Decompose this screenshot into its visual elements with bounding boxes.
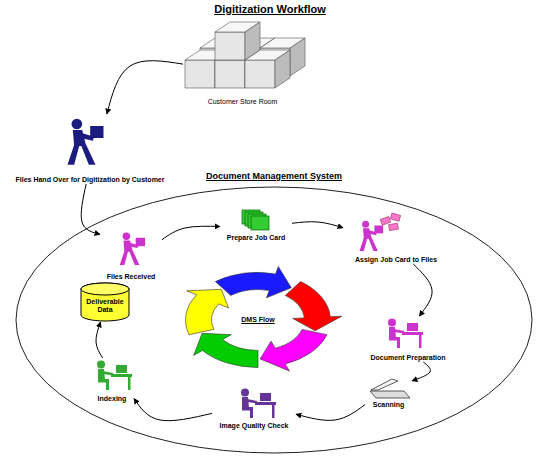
- preparer-figure: [388, 319, 423, 349]
- flow-arrow: [107, 61, 183, 114]
- node-label: Document Preparation: [370, 354, 445, 362]
- scanner-symbol: [370, 379, 410, 398]
- node-label: Deliverable Data: [80, 291, 130, 313]
- cycle-arrow-red: [285, 282, 342, 331]
- storeroom-node: Customer Store Room: [183, 18, 302, 106]
- receiver-figure: [120, 233, 145, 265]
- cycle-arrow-yellow: [186, 289, 229, 334]
- cycle-arrow-blue: [215, 267, 291, 298]
- flow-arrow: [81, 184, 100, 234]
- assigner-figure: [360, 221, 384, 251]
- cylinder-body: [81, 283, 129, 321]
- cycle-arrow-green: [194, 333, 258, 367]
- storeroom-boxes: [185, 22, 305, 88]
- job-card-pages: [242, 210, 269, 230]
- cycle-arrow-magenta: [260, 329, 327, 371]
- cycle-arrows: [186, 267, 342, 372]
- node-label: Files Received: [107, 273, 156, 281]
- flow-arrow: [292, 222, 343, 228]
- process-step: Assign Job Card to Files: [343, 216, 449, 264]
- diagram-title: Digitization Workflow: [0, 3, 540, 15]
- process-step: Indexing: [90, 358, 134, 403]
- process-step: Prepare Job Card: [220, 208, 292, 242]
- handover-node: Files Hand Over for Digitization by Cust…: [5, 114, 175, 184]
- flow-arrow: [296, 405, 365, 421]
- process-step: Files Received: [100, 230, 162, 281]
- system-ellipse: Document Management SystemFiles Received…: [14, 172, 534, 454]
- job-cards: [380, 213, 400, 231]
- process-step: Image Quality Check: [212, 386, 296, 430]
- customer-figure: [68, 119, 104, 165]
- node-label: Customer Store Room: [208, 98, 278, 106]
- flow-arrow: [134, 399, 212, 421]
- node-label: Assign Job Card to Files: [355, 256, 437, 264]
- node-label: Indexing: [98, 395, 127, 403]
- checker-figure: [241, 389, 276, 419]
- node-label: Files Hand Over for Digitization by Cust…: [16, 176, 165, 184]
- indexer-figure: [97, 361, 132, 391]
- flow-arrow: [162, 226, 220, 239]
- node-label: Prepare Job Card: [227, 234, 285, 242]
- flow-arrow: [413, 264, 432, 316]
- process-step: Document Preparation: [365, 316, 451, 362]
- flow-arrow: [96, 322, 103, 358]
- ellipse-outline: [16, 187, 532, 453]
- cycle-center: DMS Flow: [228, 311, 288, 329]
- node-label: Scanning: [373, 401, 405, 409]
- node-label: Image Quality Check: [220, 422, 289, 430]
- cylinder-top: [81, 283, 129, 295]
- data-cylinder: Deliverable Data: [80, 282, 130, 322]
- node-label: Document Management System: [206, 172, 342, 182]
- process-step: Scanning: [365, 376, 412, 409]
- node-label: DMS Flow: [241, 316, 274, 324]
- flow-arrow: [412, 362, 430, 381]
